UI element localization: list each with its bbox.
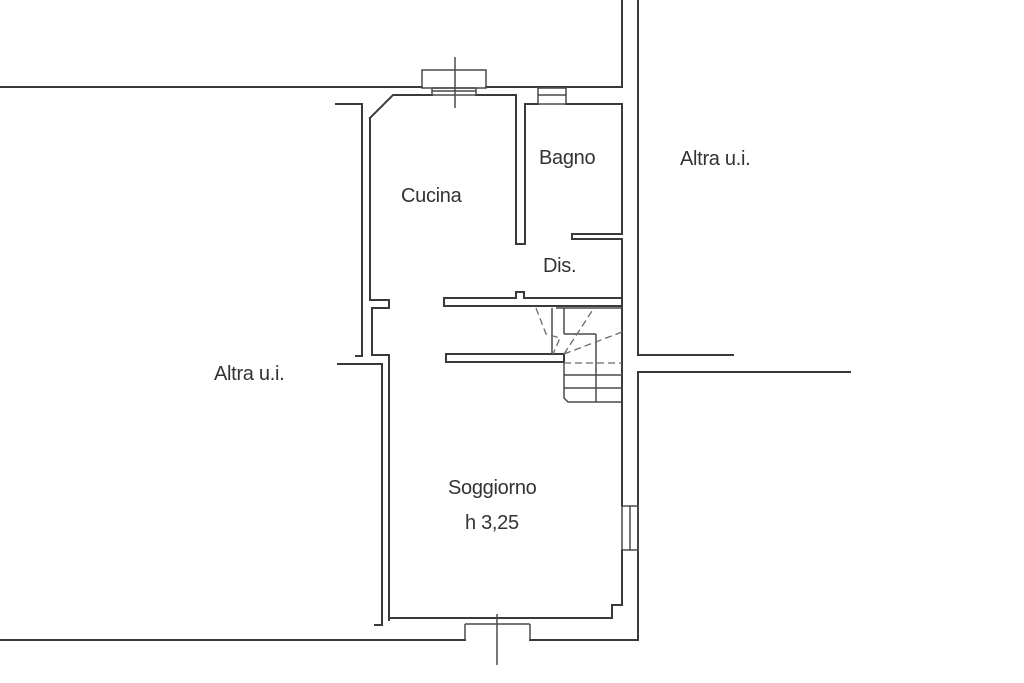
- neighbor-label-left: Altra u.i.: [214, 363, 285, 385]
- room-label-disimpegno: Dis.: [543, 255, 577, 277]
- room-label-bagno: Bagno: [539, 147, 596, 169]
- staircase: [535, 307, 623, 403]
- ceiling-height-label: h 3,25: [465, 512, 519, 534]
- room-label-cucina: Cucina: [401, 185, 462, 207]
- room-label-soggiorno: Soggiorno: [448, 477, 537, 499]
- left-walls: [335, 103, 390, 626]
- kitchen-walls: [368, 57, 526, 245]
- neighbor-label-right: Altra u.i.: [680, 148, 751, 170]
- living-room-walls: [388, 401, 639, 665]
- bathroom-walls: [524, 87, 623, 297]
